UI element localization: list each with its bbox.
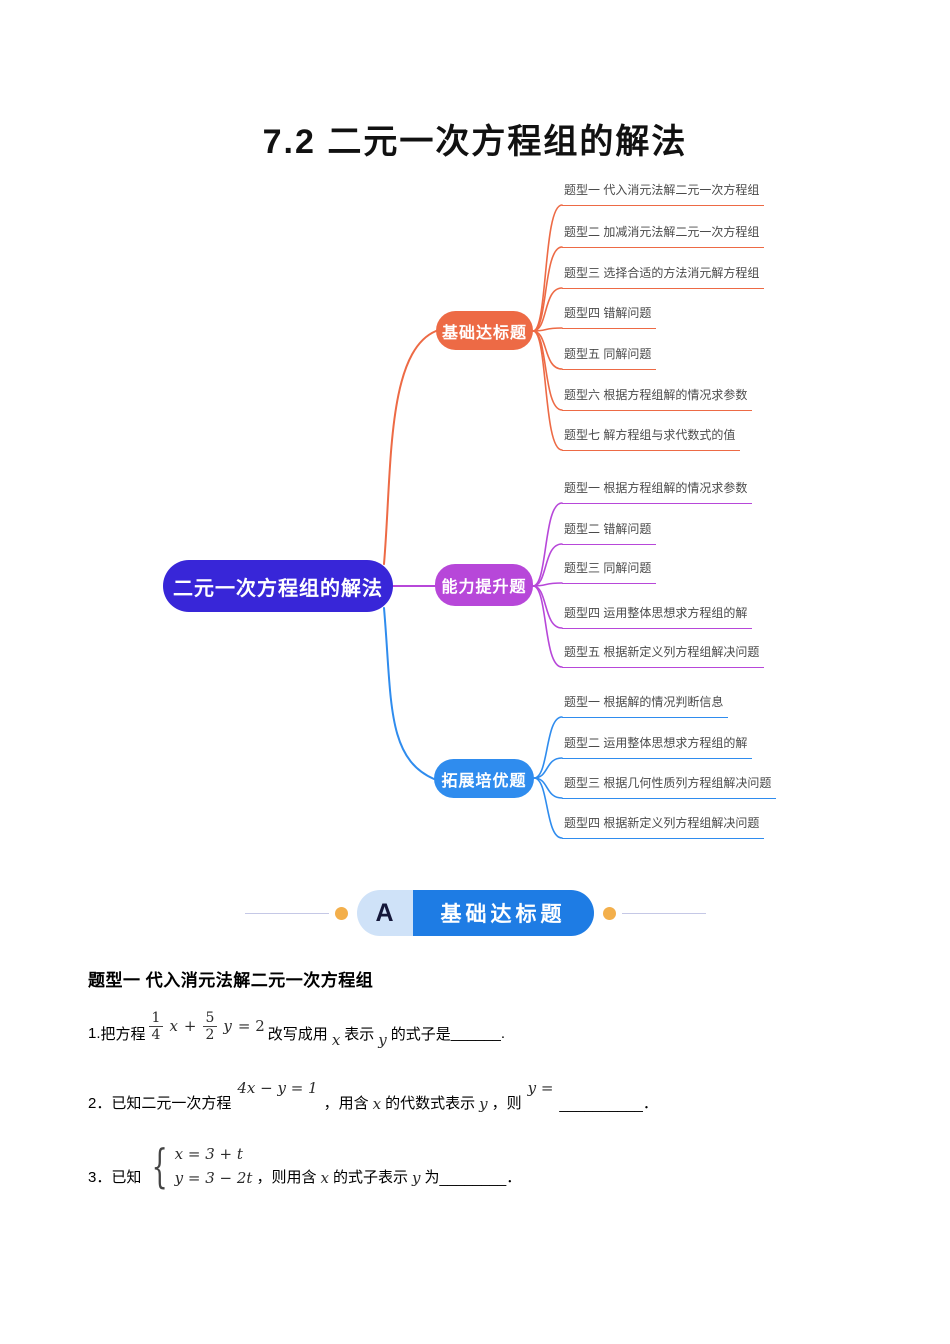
mindmap-item: 题型五 同解问题 [562,347,657,370]
dot-icon [334,906,348,920]
mindmap-item: 题型三 同解问题 [562,561,657,584]
equation-system: { x = 3 + t y = 3 − 2t [145,1139,253,1193]
exercise-heading: 题型一 代入消元法解二元一次方程组 [88,971,374,990]
mindmap-item: 题型一 根据方程组解的情况求参数 [562,481,753,504]
branch-node-extend: 拓展培优题 [434,759,534,798]
math-equation: x = 3 + t [174,1145,243,1163]
math-var: x [372,1095,382,1113]
mindmap-item: 题型四 错解问题 [562,306,657,329]
mindmap-item: 题型一 代入消元法解二元一次方程组 [562,183,765,206]
math-op: + [183,1017,197,1035]
section-letter: A [356,890,413,936]
math-var: y [223,1017,232,1035]
mindmap-item: 题型二 加减消元法解二元一次方程组 [562,225,765,248]
math-var: x [331,1031,341,1049]
question-number: 1. [88,1024,101,1042]
answer-blank: __________ [559,1096,643,1113]
math-equation: y = 3 − 2t [174,1169,253,1187]
mindmap-item: 题型四 运用整体思想求方程组的解 [562,606,753,629]
branch-node-advance: 能力提升题 [435,564,533,606]
mindmap-item: 题型二 错解问题 [562,522,657,545]
math-equation: 4x − y = 1 [237,1079,318,1097]
math-var: x [320,1169,329,1187]
mindmap-root-node: 二元一次方程组的解法 [163,560,393,612]
mindmap-item: 题型一 根据解的情况判断信息 [562,695,729,718]
question-number: 3． [88,1169,112,1186]
dot-icon [602,906,616,920]
section-label: 基础达标题 [412,890,594,936]
section-header: A 基础达标题 [0,890,950,936]
question-3: 3．已知 { x = 3 + t y = 3 − 2t ，则用含 x 的式子表示… [88,1139,522,1193]
mindmap-item: 题型六 根据方程组解的情况求参数 [562,388,753,411]
math-eq: = 2 [237,1017,265,1035]
question-number: 2． [88,1095,112,1112]
math-var: y [411,1169,421,1187]
mindmap-item: 题型四 根据新定义列方程组解决问题 [562,816,765,839]
divider-line [621,912,706,914]
divider-line [244,912,329,914]
question-2: 2．已知二元一次方程 4x − y = 1 ，用含 x 的代数式表示 y ，则 … [88,1079,658,1113]
math-var: x [169,1017,178,1035]
mindmap-item: 题型二 运用整体思想求方程组的解 [562,736,753,759]
mindmap-item: 题型三 根据几何性质列方程组解决问题 [562,776,777,799]
mindmap-item: 题型五 根据新定义列方程组解决问题 [562,645,765,668]
mindmap-item: 题型三 选择合适的方法消元解方程组 [562,266,765,289]
brace-icon: { [151,1139,169,1193]
page-title: 7.2 二元一次方程组的解法 [262,123,688,161]
math-var: y [378,1031,387,1049]
math-var: y [479,1095,488,1113]
answer-blank: ________ [439,1170,507,1187]
section-badge: A 基础达标题 [356,890,594,936]
math-equation: y = [527,1079,554,1097]
mindmap-item: 题型七 解方程组与求代数式的值 [562,428,741,451]
branch-node-basic: 基础达标题 [436,311,533,350]
answer-blank: ______ [450,1024,501,1042]
